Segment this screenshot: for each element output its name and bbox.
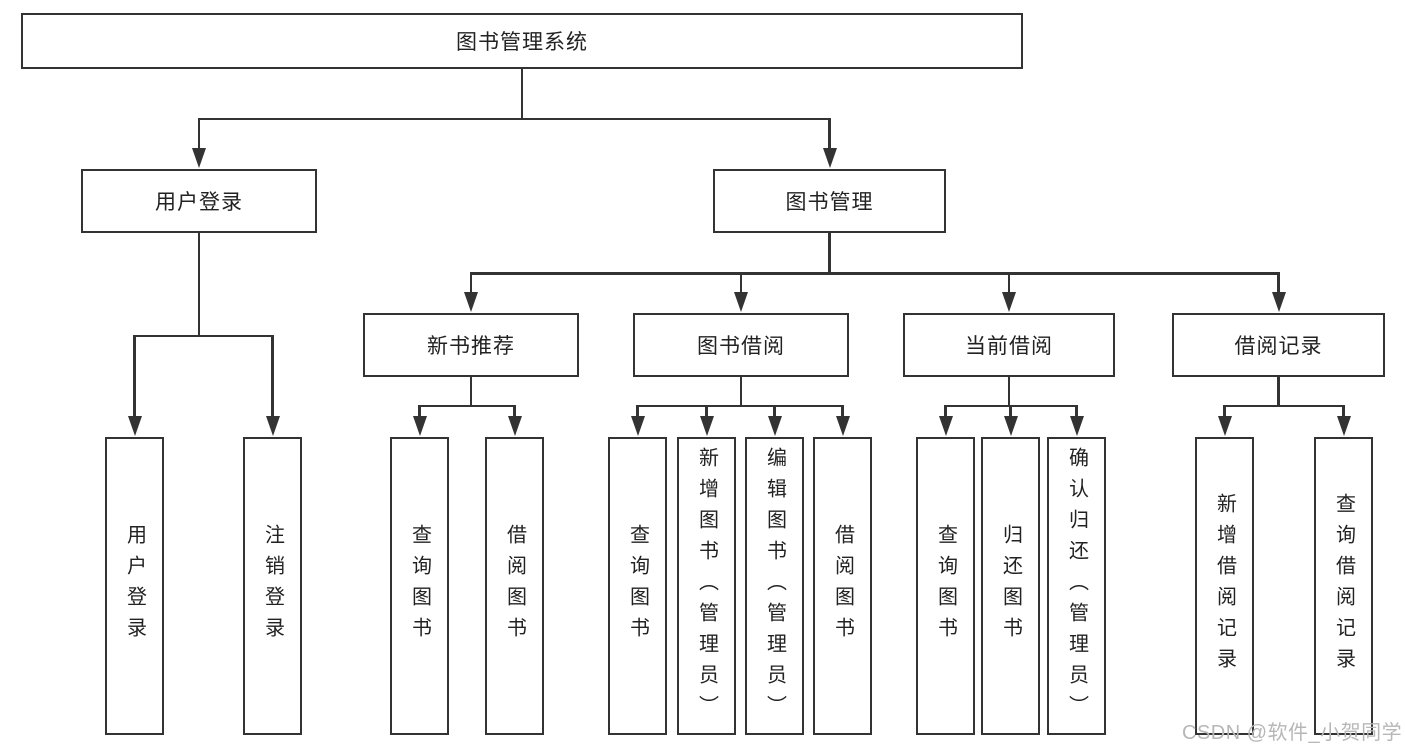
node-book-borrow: 图书借阅 — [633, 313, 849, 377]
connector-line — [841, 404, 844, 419]
connector-line — [1277, 272, 1280, 295]
connector-line — [133, 334, 274, 338]
arrow-head — [835, 416, 850, 436]
node-book-mgmt: 图书管理 — [713, 169, 946, 233]
connector-line — [133, 334, 136, 418]
leaf-return-books: 归还图书 — [981, 437, 1040, 735]
leaf-query-borrow-record: 查询借阅记录 — [1314, 437, 1373, 735]
leaf-borrow-borrow-books: 借阅图书 — [813, 437, 872, 735]
connector-line — [197, 232, 201, 337]
leaf-newbooks-query-books: 查询图书 — [390, 437, 449, 735]
connector-line — [828, 117, 831, 152]
leaf-current-query-books: 查询图书 — [916, 437, 975, 735]
connector-line — [271, 334, 274, 418]
arrow-head — [1271, 292, 1286, 312]
connector-line — [1007, 377, 1011, 406]
arrow-head — [767, 416, 782, 436]
arrow-head — [507, 416, 522, 436]
arrow-head — [464, 292, 478, 312]
arrow-head — [699, 416, 714, 436]
leaf-newbooks-borrow-books: 借阅图书 — [485, 437, 544, 735]
connector-line — [705, 404, 708, 419]
node-current-borrow: 当前借阅 — [903, 313, 1115, 377]
connector-line — [418, 404, 421, 419]
arrow-head — [265, 416, 280, 436]
leaf-edit-book-admin: 编辑图书（管理员） — [745, 437, 804, 735]
node-borrow-records: 借阅记录 — [1172, 313, 1385, 377]
leaf-confirm-return-admin: 确认归还（管理员） — [1047, 437, 1106, 735]
connector-line — [1007, 272, 1011, 295]
leaf-add-book-admin: 新增图书（管理员） — [677, 437, 736, 735]
arrow-head — [1003, 416, 1018, 436]
connector-line — [469, 272, 1280, 275]
connector-line — [1009, 404, 1012, 419]
arrow-head — [734, 292, 748, 312]
connector-line — [739, 272, 743, 295]
connector-line — [1075, 404, 1078, 419]
connector-line — [1277, 377, 1280, 406]
leaf-borrow-query-books: 查询图书 — [608, 437, 667, 735]
connector-line — [739, 377, 743, 406]
leaf-logout: 注销登录 — [243, 437, 302, 735]
connector-line — [197, 117, 201, 152]
connector-line — [636, 404, 844, 407]
arrow-head — [127, 416, 142, 436]
leaf-add-borrow-record: 新增借阅记录 — [1195, 437, 1254, 735]
connector-line — [944, 404, 947, 419]
arrow-head — [1069, 416, 1084, 436]
arrow-head — [412, 416, 427, 436]
leaf-user-login: 用户登录 — [105, 437, 164, 735]
connector-line — [520, 69, 524, 120]
node-root: 图书管理系统 — [21, 13, 1023, 69]
connector-line — [418, 404, 516, 407]
arrow-head — [192, 148, 206, 168]
node-new-books: 新书推荐 — [363, 313, 579, 377]
connector-line — [1223, 404, 1226, 419]
node-user-login: 用户登录 — [81, 169, 317, 233]
connector-line — [513, 404, 516, 419]
arrow-head — [822, 148, 837, 168]
connector-line — [469, 377, 473, 406]
arrow-head — [938, 416, 953, 436]
arrow-head — [1002, 292, 1016, 312]
connector-line — [773, 404, 776, 419]
arrow-head — [1336, 416, 1351, 436]
connector-line — [197, 117, 831, 121]
connector-line — [1342, 404, 1345, 419]
connector-line — [828, 232, 831, 274]
connector-line — [469, 272, 473, 295]
connector-line — [636, 404, 639, 419]
arrow-head — [1217, 416, 1232, 436]
arrow-head — [630, 416, 645, 436]
watermark: CSDN @软件_小贺同学 — [1182, 722, 1403, 744]
connector-line — [1223, 404, 1345, 407]
